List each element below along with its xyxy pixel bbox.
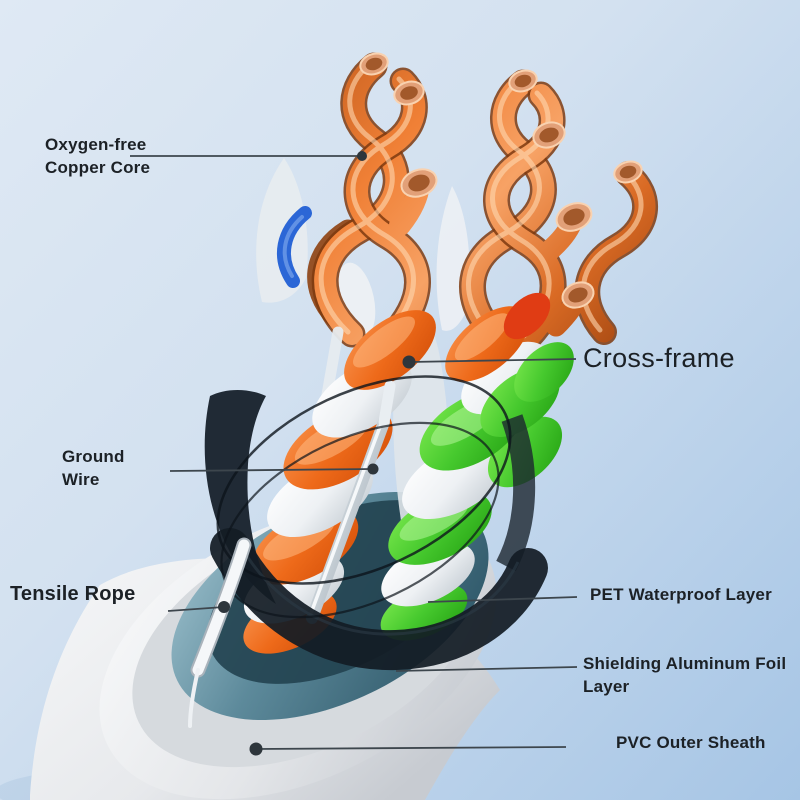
leader-shielding-aluminum-foil-layer [395, 666, 578, 672]
dot-oxygen-free-copper-core [357, 151, 367, 161]
shielding-wrap [204, 389, 536, 604]
dot-ground-wire [367, 463, 379, 475]
leader-ground-wire [169, 468, 374, 472]
dot-cross-frame [402, 355, 416, 369]
blue-wire [276, 206, 312, 288]
label-shielding-aluminum-foil-layer: Shielding Aluminum Foil Layer [583, 654, 787, 696]
label-tensile-rope: Tensile Rope [10, 583, 136, 605]
shielding-ring-base [210, 375, 548, 671]
label-cross-frame: Cross-frame [583, 343, 735, 373]
dot-pvc-outer-sheath [249, 742, 263, 756]
copper-wire-tips [359, 52, 643, 309]
leader-pet-waterproof-layer [427, 596, 578, 603]
label-ground-wire: Ground Wire [62, 447, 125, 489]
label-pet-waterproof-layer: PET Waterproof Layer [590, 585, 772, 604]
label-pvc-outer-sheath: PVC Outer Sheath [616, 733, 766, 752]
leader-pvc-outer-sheath [255, 746, 567, 750]
dot-tensile-rope [218, 601, 230, 613]
ground-wire-rod [306, 380, 396, 624]
label-oxygen-free-copper-core: Oxygen-free Copper Core [45, 135, 151, 177]
leader-lines [130, 155, 578, 750]
leader-cross-frame [409, 358, 577, 363]
leader-dots [218, 151, 416, 756]
leader-tensile-rope [167, 606, 225, 612]
